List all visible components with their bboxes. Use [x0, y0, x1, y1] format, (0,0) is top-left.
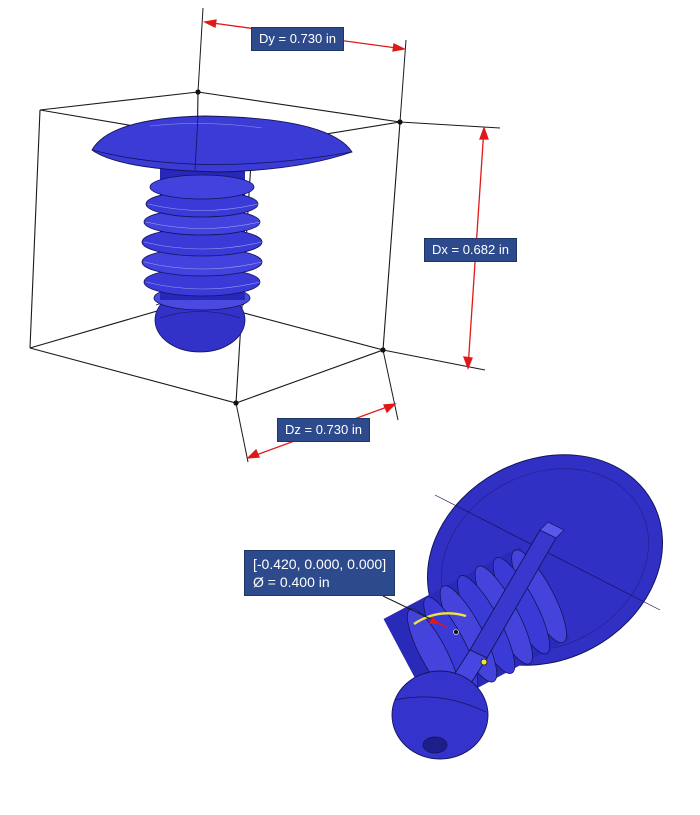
dx-dimension-label: Dx = 0.682 in: [424, 238, 517, 262]
rotated-part-dome: [391, 670, 489, 760]
hole-measurement-callout: [-0.420, 0.000, 0.000] Ø = 0.400 in: [244, 550, 396, 596]
bounding-box-view: [29, 7, 501, 463]
fastener-part[interactable]: [91, 115, 353, 353]
hole-coordinate-label: [-0.420, 0.000, 0.000]: [253, 556, 387, 572]
box-edge-left: [29, 109, 41, 349]
callout-leader: [382, 595, 442, 625]
part-ribs: [141, 174, 263, 297]
dy-dimension-label: Dy = 0.730 in: [251, 27, 344, 51]
box-edge-right: [382, 121, 401, 351]
selected-hole-edge: [413, 612, 467, 625]
dz-dimension-label: Dz = 0.730 in: [277, 418, 370, 442]
box-vertices: [195, 89, 403, 406]
hole-diameter-label: Ø = 0.400 in: [253, 574, 330, 590]
part-head: [91, 115, 353, 173]
